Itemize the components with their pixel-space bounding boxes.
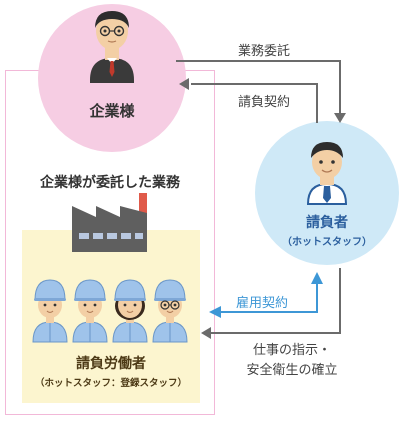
contractor-label: 請負者: [306, 215, 348, 231]
worker-icon: [112, 279, 148, 343]
arrow-employment: [209, 272, 323, 318]
businessman-icon: [90, 11, 134, 83]
worker-icon: [152, 279, 188, 343]
worker-label: 請負労働者: [76, 356, 146, 372]
client-label: 企業様: [89, 102, 135, 120]
instruction-line-1: 仕事の指示・: [252, 343, 331, 358]
contract-label: 請負契約: [238, 95, 291, 110]
entrust-label: 業務委託: [238, 44, 291, 59]
worker-icon: [32, 279, 68, 343]
factory-icon: [72, 193, 147, 252]
employment-label: 雇用契約: [236, 296, 289, 311]
arrow-entrust: [176, 60, 346, 123]
instruction-label: 仕事の指示・ 安全衛生の確立: [212, 341, 372, 381]
contractor-sub-label: （ホットスタッフ）: [282, 237, 372, 248]
worker-icon: [72, 279, 108, 343]
task-label: 企業様が委託した業務: [40, 175, 180, 191]
worker-sub-label: （ホットスタッフ：登録スタッフ）: [34, 378, 187, 389]
arrow-instruction: [201, 268, 341, 339]
staff-man-icon: [306, 142, 348, 205]
arrow-contract: [179, 78, 318, 123]
instruction-line-2: 安全衛生の確立: [246, 363, 338, 378]
